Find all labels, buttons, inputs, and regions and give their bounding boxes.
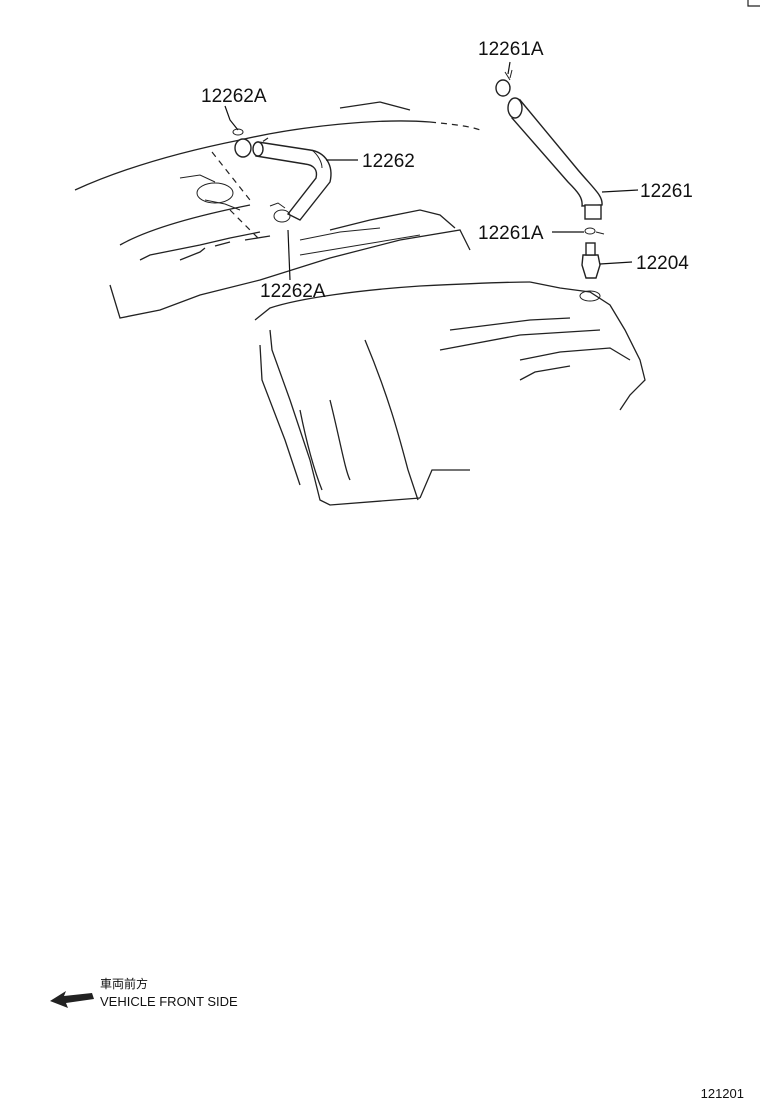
label-12261: 12261 (640, 181, 693, 202)
label-12261a-top: 12261A (478, 39, 544, 60)
label-12262a-bottom: 12262A (260, 281, 326, 302)
label-12262: 12262 (362, 151, 415, 172)
engine-outline (74, 101, 646, 506)
legend-japanese-text: 車両前方 (100, 977, 149, 991)
hose-12261-assembly (495, 69, 605, 279)
hose-12262-assembly (179, 128, 332, 241)
label-12261a-mid: 12261A (478, 223, 544, 244)
legend-english-text: VEHICLE FRONT SIDE (100, 994, 238, 1009)
front-direction-arrow-icon (50, 991, 94, 1008)
label-12262a-top: 12262A (201, 86, 267, 107)
illustration-number: 121201 (700, 1086, 744, 1101)
label-12204: 12204 (636, 253, 689, 274)
corner-mark (747, 0, 760, 7)
leader-lines (224, 61, 639, 281)
